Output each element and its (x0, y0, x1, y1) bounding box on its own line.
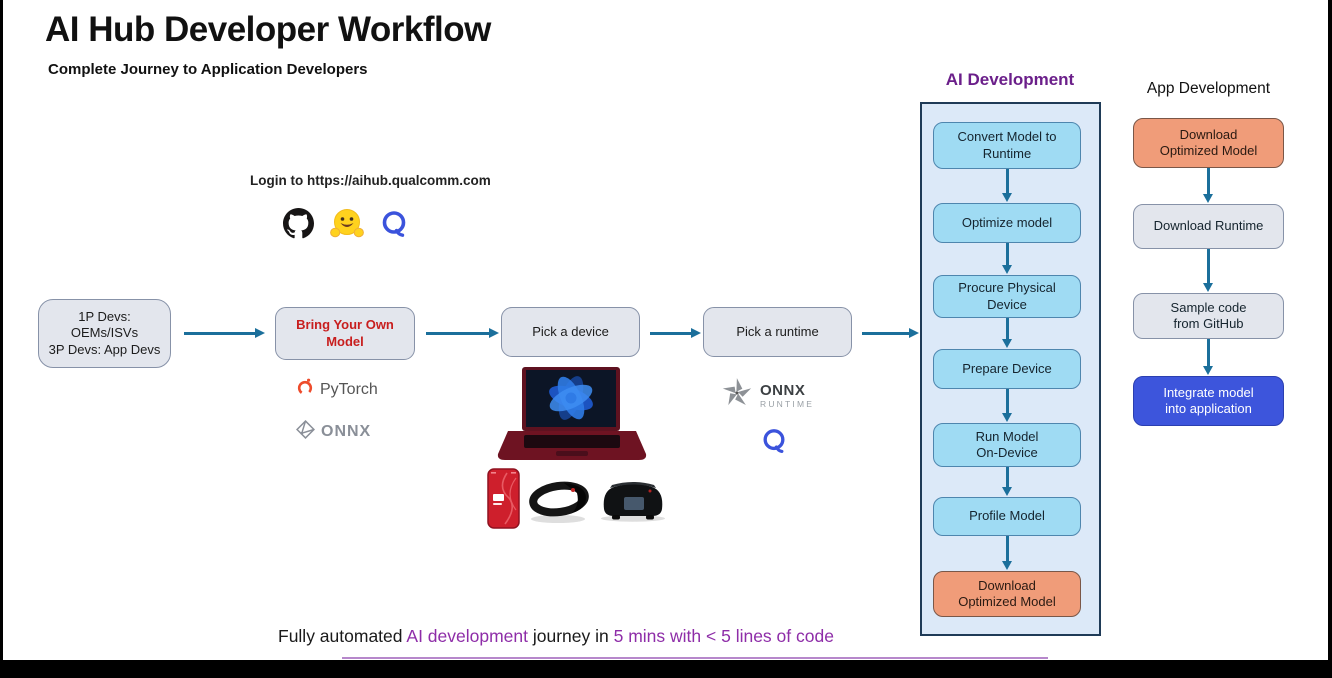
footer-summary: Fully automated AI development journey i… (278, 626, 834, 647)
ai-step-arrow (1002, 389, 1011, 422)
login-icons-row (283, 208, 408, 244)
flow-box-pick-a-device: Pick a device (501, 307, 640, 357)
byom-label: Bring Your Own Model (296, 317, 394, 349)
app-step-download-model: Download Optimized Model (1133, 118, 1284, 168)
app-step-arrow (1203, 168, 1212, 203)
app-step-label: Integrate model into application (1163, 384, 1254, 416)
page-subtitle: Complete Journey to Application Develope… (48, 61, 368, 78)
onnx-runtime-logo: ONNX RUNTIME (720, 376, 814, 415)
pytorch-logo: PyTorch (296, 377, 378, 402)
onnx-runtime-icon (720, 376, 754, 415)
ai-step-arrow (1002, 243, 1011, 274)
ai-step-label: Prepare Device (962, 360, 1052, 376)
flow-box-bring-your-own-model: Bring Your Own Model (275, 307, 415, 360)
ai-step-label: Download Optimized Model (958, 577, 1056, 609)
pytorch-label: PyTorch (320, 380, 378, 398)
login-url-label: Login to https://aihub.qualcomm.com (250, 173, 491, 188)
ai-step-label: Run Model On-Device (975, 428, 1039, 460)
ai-step-label: Convert Model to Runtime (957, 129, 1057, 161)
app-step-label: Download Runtime (1153, 218, 1264, 234)
ai-step-label: Profile Model (969, 508, 1045, 524)
flow-arrow-2 (426, 328, 499, 337)
slide-border-left (0, 0, 3, 678)
pick-device-label: Pick a device (532, 323, 609, 339)
slide-border-bottom (0, 660, 1332, 678)
flow-box-developers: 1P Devs: OEMs/ISVs 3P Devs: App Devs (38, 299, 171, 368)
ai-step-profile-model: Profile Model (933, 497, 1081, 536)
flow-arrow-4 (862, 328, 919, 337)
hugging-face-icon (330, 208, 364, 244)
onnx-runtime-wordmark: ONNX RUNTIME (760, 383, 814, 409)
ai-step-run-model: Run Model On-Device (933, 423, 1081, 467)
onnx-logo: ONNX (296, 420, 371, 444)
onnx-icon (296, 420, 315, 444)
app-step-arrow (1203, 249, 1212, 292)
page-title: AI Hub Developer Workflow (45, 10, 491, 49)
onnx-label: ONNX (321, 423, 372, 440)
xr-headset-image (528, 477, 592, 530)
app-step-integrate-model: Integrate model into application (1133, 376, 1284, 426)
pytorch-icon (296, 377, 314, 402)
ai-step-download-model: Download Optimized Model (933, 571, 1081, 617)
onnx-runtime-name: ONNX (760, 381, 806, 399)
footer-underline (342, 657, 1048, 659)
footer-seg-1: Fully automated (278, 626, 407, 646)
ai-step-arrow (1002, 169, 1011, 202)
app-step-label: Download Optimized Model (1159, 126, 1258, 158)
app-step-label: Sample code from GitHub (1170, 299, 1247, 331)
github-icon (283, 208, 314, 244)
ai-step-arrow (1002, 318, 1011, 348)
ai-step-label: Procure Physical Device (958, 280, 1056, 312)
ai-step-label: Optimize model (961, 214, 1053, 230)
pick-runtime-label: Pick a runtime (736, 323, 819, 339)
ai-step-procure-device: Procure Physical Device (933, 275, 1081, 318)
qualcomm-q-icon (380, 210, 408, 243)
qualcomm-q-icon (761, 428, 787, 459)
flow-box-developers-label: 1P Devs: OEMs/ISVs 3P Devs: App Devs (48, 309, 161, 357)
app-step-arrow (1203, 339, 1212, 375)
ai-step-arrow (1002, 467, 1011, 496)
footer-seg-2: AI development (406, 626, 529, 646)
app-step-download-runtime: Download Runtime (1133, 204, 1284, 249)
flow-box-pick-a-runtime: Pick a runtime (703, 307, 852, 357)
laptop-windows11-image (496, 366, 648, 471)
red-smartphone-image (487, 468, 520, 534)
flow-arrow-3 (650, 328, 701, 337)
app-step-sample-code: Sample code from GitHub (1133, 293, 1284, 339)
automotive-device-image (598, 479, 668, 527)
app-development-title: App Development (1146, 80, 1271, 97)
slide-border-right (1328, 0, 1332, 678)
ai-step-prepare-device: Prepare Device (933, 349, 1081, 389)
ai-step-arrow (1002, 536, 1011, 570)
onnx-runtime-sub: RUNTIME (760, 398, 815, 409)
flow-arrow-1 (184, 328, 265, 337)
footer-seg-3: journey in (528, 626, 614, 646)
ai-step-convert-model: Convert Model to Runtime (933, 122, 1081, 169)
footer-seg-4: 5 mins with < 5 lines of code (613, 626, 834, 646)
ai-step-optimize-model: Optimize model (933, 203, 1081, 243)
ai-development-title: AI Development (945, 70, 1075, 89)
